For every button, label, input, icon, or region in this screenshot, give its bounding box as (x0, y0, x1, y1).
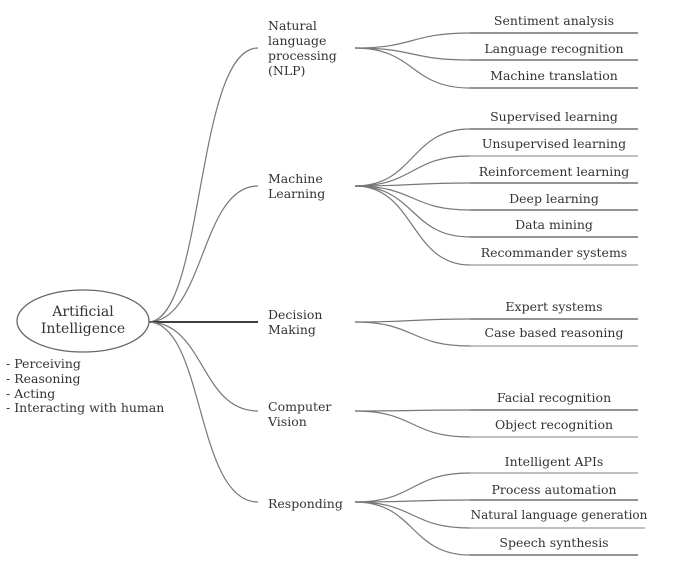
leaf-speech-synthesis: Speech synthesis (499, 535, 609, 550)
leaf-reinforcement-learning: Reinforcement learning (478, 164, 630, 179)
leaf-recommander-systems: Recommander systems (480, 245, 628, 260)
capability-item: - Perceiving (6, 356, 81, 371)
connector-root-responding (147, 321, 259, 503)
category-vision-line-2: Vision (268, 414, 307, 429)
leaf-object-recognition: Object recognition (494, 417, 614, 432)
category-nlp-line-1: Natural (268, 18, 317, 33)
capabilities-list: - Perceiving - Reasoning - Acting - Inte… (6, 356, 165, 416)
leaf-unsupervised-learning: Unsupervised learning (481, 136, 627, 151)
leaf-facial-recognition: Facial recognition (496, 390, 612, 405)
capability-item: - Interacting with human (6, 400, 165, 416)
leaf-natural-language-generation: Natural language generation (470, 508, 648, 522)
leaf-supervised-learning: Supervised learning (490, 109, 618, 124)
connector-ml-leaf-1 (354, 128, 471, 187)
capability-item: - Reasoning (6, 370, 81, 386)
capability-item: - Acting (6, 385, 56, 401)
category-nlp-line-4: (NLP) (268, 63, 306, 78)
connector-nlp-leaf-3 (354, 47, 471, 89)
connector-ml-leaf-4 (354, 185, 471, 211)
connector-responding-leaf-1 (354, 472, 471, 503)
leaf-data-mining: Data mining (515, 217, 593, 232)
connector-decision-leaf-2 (354, 321, 471, 347)
category-nlp-line-2: language (268, 33, 327, 48)
connector-ml-leaf-2 (354, 155, 471, 187)
connector-responding-leaf-2 (354, 499, 471, 503)
leaf-deep-learning: Deep learning (509, 191, 599, 206)
ml-connectors (354, 128, 638, 266)
category-responding-line-1: Responding (268, 496, 343, 511)
connector-responding-leaf-4 (354, 501, 471, 556)
leaf-case-based-reasoning: Case based reasoning (484, 325, 624, 340)
connector-root-nlp (147, 47, 259, 323)
decision-connectors (354, 318, 638, 347)
connector-ml-leaf-6 (354, 185, 471, 266)
category-decision-making: Decision Making (268, 307, 322, 337)
root-node-ellipse (16, 289, 150, 353)
category-ml-line-2: Learning (268, 186, 326, 201)
connector-nlp-leaf-2 (354, 47, 471, 61)
connector-vision-leaf-2 (354, 410, 471, 438)
responding-connectors (354, 472, 645, 556)
category-decision-line-2: Making (268, 322, 316, 337)
nlp-connectors (354, 32, 638, 89)
connector-vision-leaf-1 (354, 409, 471, 412)
root-line-1: Artificial (52, 304, 114, 320)
connector-ml-leaf-5 (354, 185, 471, 238)
root-node-label: Artificial Intelligence (28, 304, 138, 338)
connector-ml-leaf-3 (354, 182, 471, 187)
leaf-process-automation: Process automation (491, 482, 617, 497)
category-responding: Responding (268, 496, 343, 511)
category-computer-vision: Computer Vision (268, 399, 331, 429)
leaf-sentiment-analysis: Sentiment analysis (493, 13, 615, 28)
category-nlp: Natural language processing (NLP) (268, 18, 337, 78)
leaf-intelligent-apis: Intelligent APIs (504, 454, 604, 469)
connector-responding-leaf-3 (354, 501, 471, 529)
connector-root-vision (147, 321, 259, 412)
leaf-language-recognition: Language recognition (484, 41, 624, 56)
category-nlp-line-3: processing (268, 48, 337, 63)
connector-root-ml (147, 185, 259, 323)
category-machine-learning: Machine Learning (268, 171, 325, 201)
leaf-machine-translation: Machine translation (490, 68, 618, 83)
category-decision-line-1: Decision (268, 307, 323, 322)
leaf-expert-systems: Expert systems (505, 299, 603, 314)
category-vision-line-1: Computer (268, 399, 332, 414)
category-ml-line-1: Machine (268, 171, 323, 186)
connector-decision-leaf-1 (354, 318, 471, 323)
vision-connectors (354, 409, 638, 438)
root-connectors (147, 47, 259, 503)
connector-nlp-leaf-1 (354, 32, 471, 49)
root-line-2: Intelligence (40, 321, 126, 337)
